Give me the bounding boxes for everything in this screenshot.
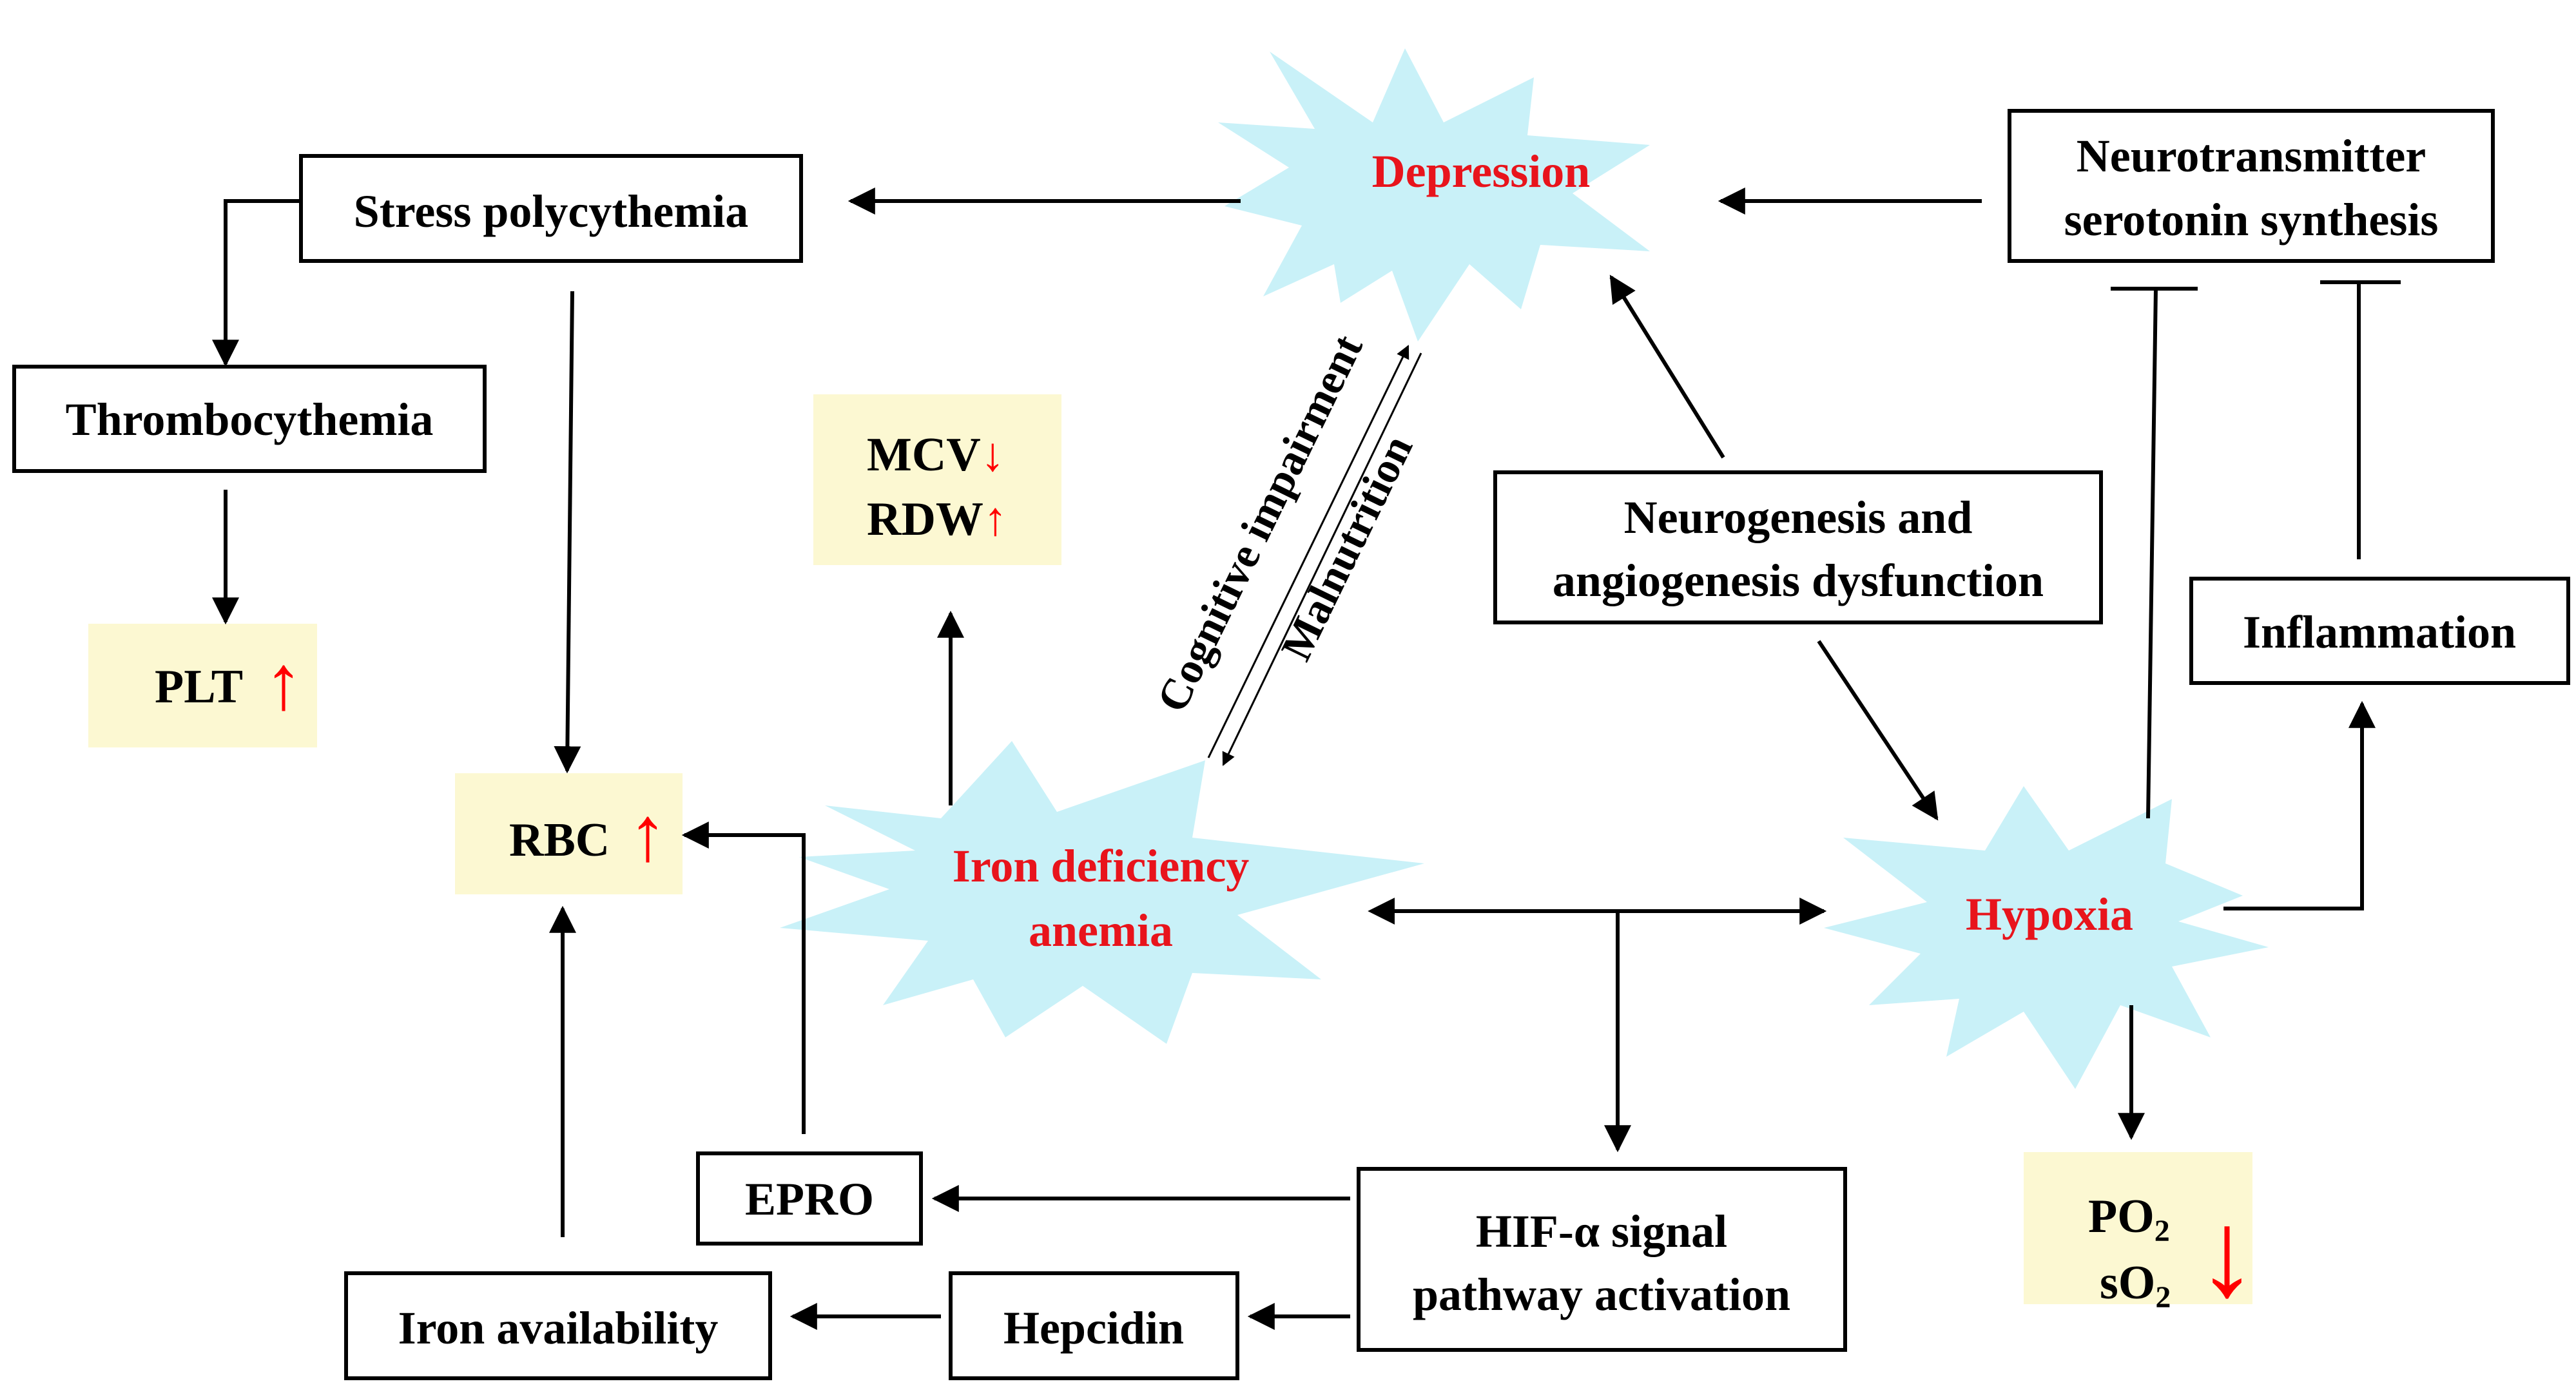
hif-label-line2: pathway activation <box>1413 1269 1790 1320</box>
inflammation-box <box>2189 577 2570 685</box>
thrombocythemia-box <box>12 365 487 473</box>
hepcidin-label: Hepcidin <box>1003 1302 1184 1354</box>
iron-availability-label: Iron availability <box>398 1302 719 1354</box>
hif-box <box>1357 1167 1847 1352</box>
epro-label: EPRO <box>745 1173 874 1225</box>
hypoxia-label: Hypoxia <box>1966 889 2133 940</box>
edge-hypoxia-to-inflammation <box>2223 700 2376 910</box>
so2-label: sO2 <box>2100 1256 2171 1314</box>
hypoxia-burst <box>1824 786 2269 1089</box>
stress-polycythemia-label: Stress polycythemia <box>354 186 749 237</box>
hepcidin-box <box>949 1271 1239 1380</box>
iron-deficiency-label-line2: anemia <box>1029 905 1173 956</box>
inflammation-label: Inflammation <box>2243 606 2516 658</box>
iron-availability-box <box>344 1271 772 1380</box>
neurotransmitter-box <box>2008 109 2495 263</box>
neurogenesis-label-line1: Neurogenesis and <box>1624 492 1973 543</box>
mcv-label: MCV↓ <box>867 428 1005 481</box>
neurotransmitter-label-line2: serotonin synthesis <box>2064 194 2439 245</box>
rdw-label: RDW↑ <box>867 493 1007 546</box>
edge-stress-to-thrombocythemia <box>212 199 301 367</box>
neurogenesis-box <box>1493 470 2103 624</box>
hif-label-line1: HIF-α signal <box>1476 1206 1727 1257</box>
depression-burst <box>1218 48 1650 342</box>
rdw-up-arrow: ↑ <box>983 493 1007 546</box>
po2-label: PO2 <box>2088 1190 2170 1248</box>
edge-neurogenesis-to-depression <box>1609 274 1725 459</box>
edge-stress-to-rbc <box>554 291 581 774</box>
po2-so2-down-arrow: ↓ <box>2196 1187 2258 1322</box>
rbc-label: RBC <box>509 814 610 867</box>
thrombocythemia-label: Thrombocythemia <box>66 394 434 445</box>
rbc-highlight <box>455 773 683 894</box>
stress-polycythemia-box <box>299 154 803 263</box>
epro-box <box>696 1151 923 1246</box>
rbc-up-arrow: ↑ <box>628 791 667 877</box>
neurotransmitter-label-line1: Neurotransmitter <box>2077 130 2426 182</box>
mcv-down-arrow: ↓ <box>981 428 1005 481</box>
iron-deficiency-label-line1: Iron deficiency <box>953 840 1250 892</box>
neurogenesis-label-line2: angiogenesis dysfunction <box>1553 555 2044 606</box>
iron-deficiency-burst <box>780 741 1424 1044</box>
plt-up-arrow: ↑ <box>264 640 303 726</box>
thin-arrows-iron-depression <box>1207 345 1422 766</box>
edge-hypoxia-inhibits-neurotransmitter <box>2146 288 2158 819</box>
mcv-rdw-highlight <box>813 394 1061 565</box>
plt-highlight <box>88 624 317 747</box>
depression-label: Depression <box>1372 146 1591 197</box>
edge-epro-to-rbc <box>681 822 806 1134</box>
connectors <box>212 188 2401 1330</box>
po2-so2-highlight <box>2024 1152 2252 1304</box>
edge-neurogenesis-to-hypoxia <box>1817 640 1939 821</box>
plt-label: PLT <box>155 660 243 713</box>
